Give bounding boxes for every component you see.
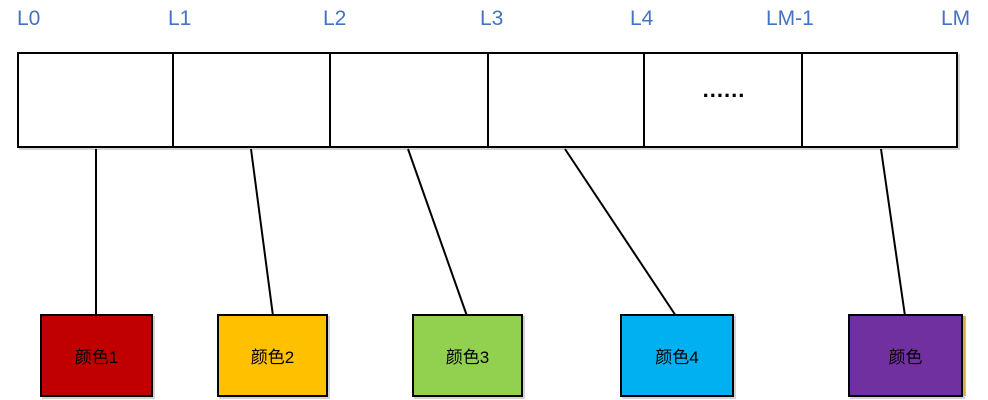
axis-label-l4: L4 — [630, 7, 654, 30]
color-box-3: 颜色3 — [412, 314, 523, 397]
bar-segment-divider — [329, 54, 331, 146]
color-box-4: 颜色4 — [620, 314, 734, 397]
axis-label-l0: L0 — [17, 7, 41, 30]
bar-segment-divider — [487, 54, 489, 146]
bar-segment-divider — [643, 54, 645, 146]
color-box-1-label: 颜色1 — [74, 348, 119, 367]
axis-label-l2: L2 — [323, 7, 347, 30]
bar-segment-divider — [801, 54, 803, 146]
color-box-4-label: 颜色4 — [655, 348, 699, 367]
ellipsis-dots: ...... — [702, 77, 746, 102]
color-box-2: 颜色2 — [217, 314, 328, 397]
connector-line-5 — [880, 148, 906, 317]
bar-segment-divider — [172, 54, 174, 146]
color-box-5-label: 颜色 — [888, 348, 923, 367]
axis-label-l3: L3 — [480, 7, 504, 30]
color-box-5: 颜色 — [848, 314, 963, 397]
axis-label-lm-1: LM-1 — [766, 7, 814, 30]
connector-line-2 — [250, 148, 274, 317]
color-box-2-label: 颜色2 — [250, 348, 295, 367]
axis-label-l1: L1 — [168, 7, 192, 30]
color-box-3-label: 颜色3 — [445, 348, 490, 367]
connector-line-3 — [407, 148, 468, 317]
axis-label-lm: LM — [941, 7, 971, 30]
connector-line-4 — [564, 148, 677, 317]
segmented-bar — [17, 52, 958, 148]
color-box-1: 颜色1 — [40, 314, 153, 397]
